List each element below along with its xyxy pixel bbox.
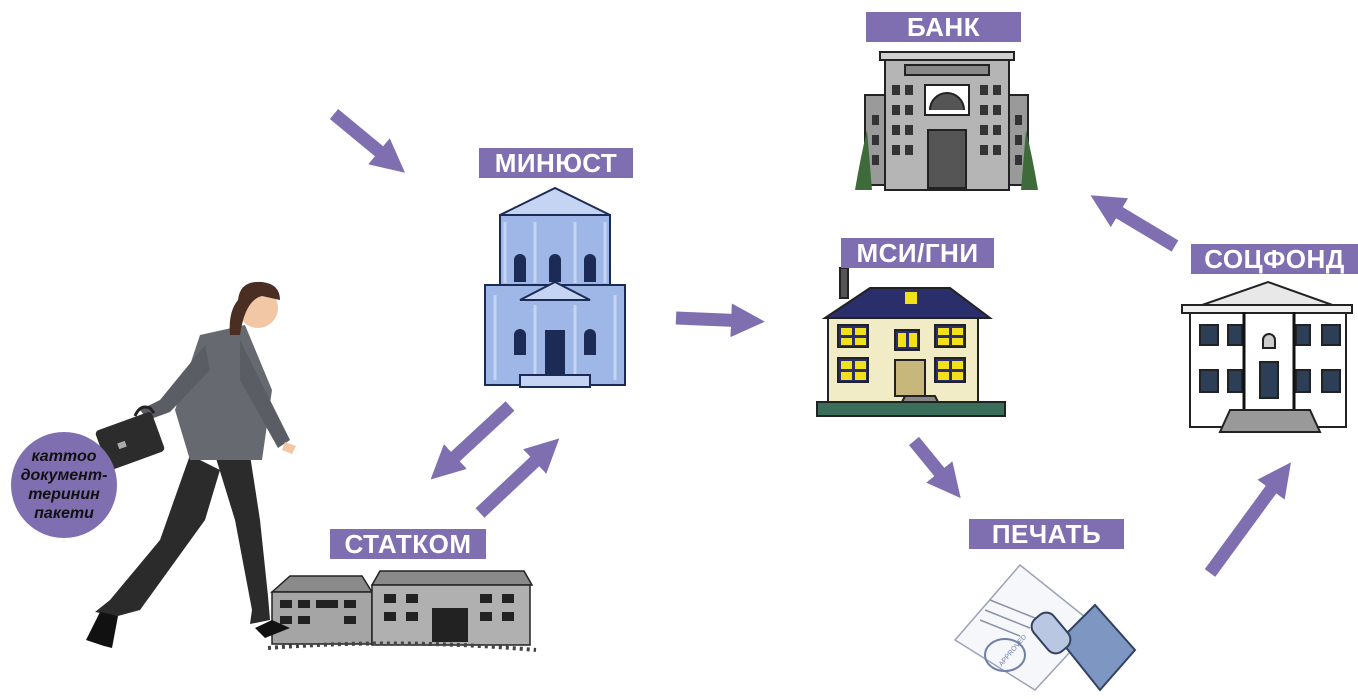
label-statkom: СТАТКОМ — [330, 529, 486, 559]
badge-line: пакети — [34, 505, 94, 522]
arrow-icon — [329, 108, 406, 173]
badge-line: теринин — [28, 486, 100, 503]
arrow-icon — [1204, 462, 1291, 577]
bank-building-icon — [855, 51, 1038, 191]
arrow-icon — [675, 303, 765, 338]
label-bank: БАНК — [866, 12, 1021, 42]
arrow-icon — [1090, 195, 1179, 252]
document-package-badge: каттоо документ- теринин пакети — [11, 432, 117, 538]
label-pechat: ПЕЧАТЬ — [969, 519, 1124, 549]
briefcase-icon — [95, 405, 165, 470]
arrow-icon — [908, 436, 961, 499]
social-fund-house-icon — [1181, 280, 1353, 433]
businesswoman-icon — [86, 281, 296, 648]
badge-line: каттоо — [31, 448, 97, 465]
arrow-icon — [430, 401, 515, 480]
flow-arrows — [329, 108, 1291, 577]
label-minjust: МИНЮСТ — [479, 148, 633, 178]
tax-office-house-icon — [816, 267, 1006, 417]
label-socfond: СОЦФОНД — [1191, 244, 1358, 274]
arrow-icon — [475, 438, 560, 518]
ministry-building-icon — [484, 186, 626, 388]
badge-line: документ- — [20, 467, 108, 484]
label-msi-gni: МСИ/ГНИ — [841, 238, 994, 268]
statistics-office-building-icon — [267, 570, 537, 652]
stamp-icon: APPROVED — [953, 563, 1137, 692]
